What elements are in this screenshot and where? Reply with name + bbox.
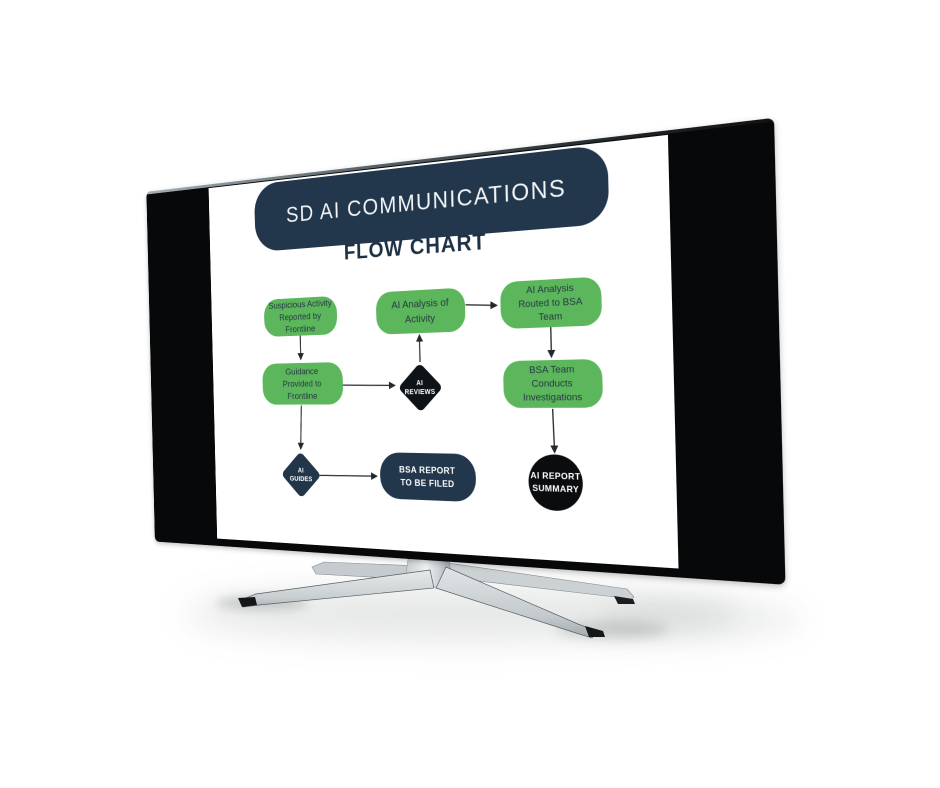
node-ai-analysis-routed: AI Analysis Routed to BSA Team <box>499 276 603 330</box>
flow-arrows <box>209 135 679 569</box>
arrow-reviews-to-analysis <box>416 333 423 363</box>
decision-ai-reviews: AI REVIEWS <box>397 362 443 413</box>
arrow-guides-to-report <box>319 474 376 477</box>
tv-3d-body: SD AI COMMUNICATIONS FLOW CHART <box>146 118 785 585</box>
decision-ai-guides: AI GUIDES <box>281 451 322 499</box>
arrow-guidance-to-guides <box>300 405 303 448</box>
tv-shadow-right <box>598 598 803 640</box>
slide-panel: SD AI COMMUNICATIONS FLOW CHART <box>209 135 679 569</box>
arrow-guidance-to-reviews <box>343 384 395 386</box>
tv-frame: SD AI COMMUNICATIONS FLOW CHART <box>146 118 785 585</box>
node-guidance: Guidance Provided to Frontline <box>262 361 344 405</box>
arrow-bsateam-to-summary <box>553 409 555 453</box>
node-suspicious-activity: Suspicious Activity Reported by Frontlin… <box>263 295 338 337</box>
node-bsa-report: BSA REPORT TO BE FILED <box>379 452 477 503</box>
arrow-suspicious-to-guidance <box>300 336 301 360</box>
node-ai-analysis: AI Analysis of Activity <box>375 287 466 335</box>
arrow-routed-to-bsateam <box>551 327 552 357</box>
node-bsa-team: BSA Team Conducts Investigations <box>502 358 604 408</box>
arrow-analysis-to-routed <box>465 303 496 307</box>
